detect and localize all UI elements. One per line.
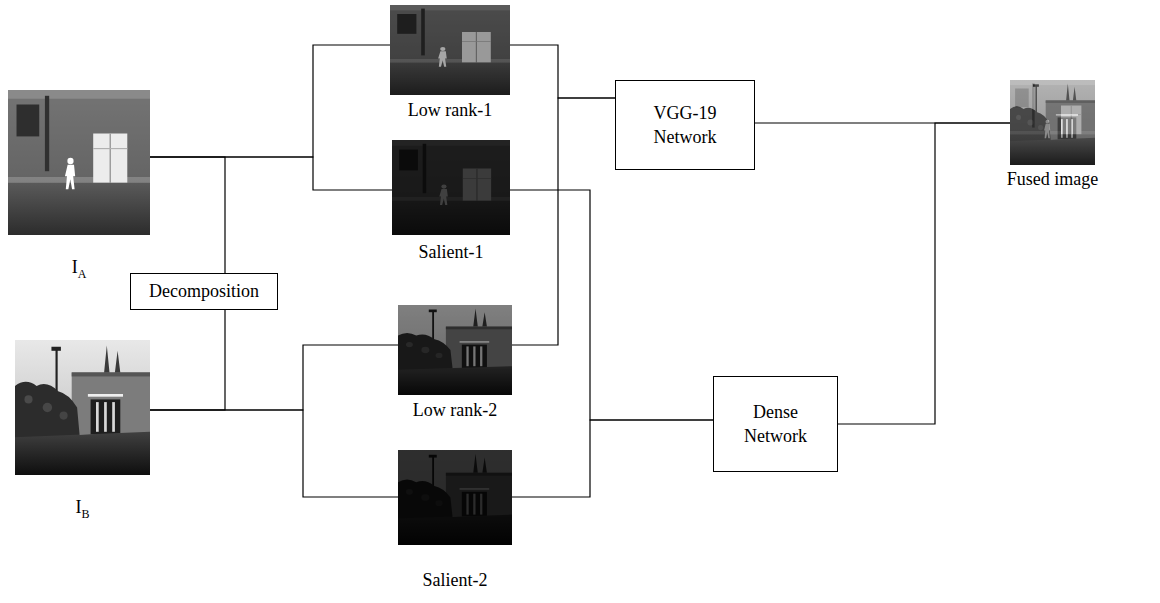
connector-line xyxy=(150,157,225,273)
image-caption: IA xyxy=(0,257,189,277)
component-image: Salient-2 xyxy=(398,450,512,545)
picture-shade xyxy=(392,140,510,235)
infrared-picture xyxy=(8,90,150,235)
connector-line xyxy=(838,123,1010,424)
network-box: VGG-19 Network xyxy=(615,80,755,170)
component-image: Low rank-1 xyxy=(390,5,510,95)
fused-picture-overlay xyxy=(1010,80,1095,165)
node-label: VGG-19 Network xyxy=(645,101,725,150)
connector-line xyxy=(512,420,713,497)
picture-shade xyxy=(398,305,512,395)
connector-line xyxy=(150,45,390,157)
connector-line xyxy=(510,190,713,420)
visible-picture xyxy=(15,340,150,475)
image-caption: IB xyxy=(0,497,193,517)
component-image: Salient-1 xyxy=(392,140,510,235)
visible-image: IB xyxy=(15,340,150,475)
picture-shade xyxy=(398,450,512,545)
low-rank-picture xyxy=(390,5,510,95)
node-label: Dense Network xyxy=(736,400,816,449)
connector-line xyxy=(150,310,225,410)
salient-picture xyxy=(392,140,510,235)
component-image: Low rank-2 xyxy=(398,305,512,395)
image-caption: Salient-1 xyxy=(341,242,561,262)
process-box: Decomposition xyxy=(130,273,278,310)
connector-line xyxy=(150,410,398,497)
node-label: Decomposition xyxy=(149,279,259,303)
connector-line xyxy=(150,157,392,190)
image-caption: Low rank-1 xyxy=(340,100,560,120)
connector-line xyxy=(150,345,398,410)
subscript: A xyxy=(78,267,87,281)
connector-line xyxy=(510,45,615,98)
image-caption: Salient-2 xyxy=(345,570,565,590)
infrared-image: IA xyxy=(8,90,150,235)
image-caption: Low rank-2 xyxy=(345,400,565,420)
image-caption: Fused image xyxy=(943,169,1160,189)
salient-picture xyxy=(398,450,512,545)
connector-line xyxy=(512,98,615,345)
low-rank-picture xyxy=(398,305,512,395)
subscript: B xyxy=(81,507,89,521)
network-box: Dense Network xyxy=(713,376,838,472)
fused-picture xyxy=(1010,80,1095,165)
picture-shade xyxy=(390,5,510,95)
fused-image: Fused image xyxy=(1010,80,1095,165)
